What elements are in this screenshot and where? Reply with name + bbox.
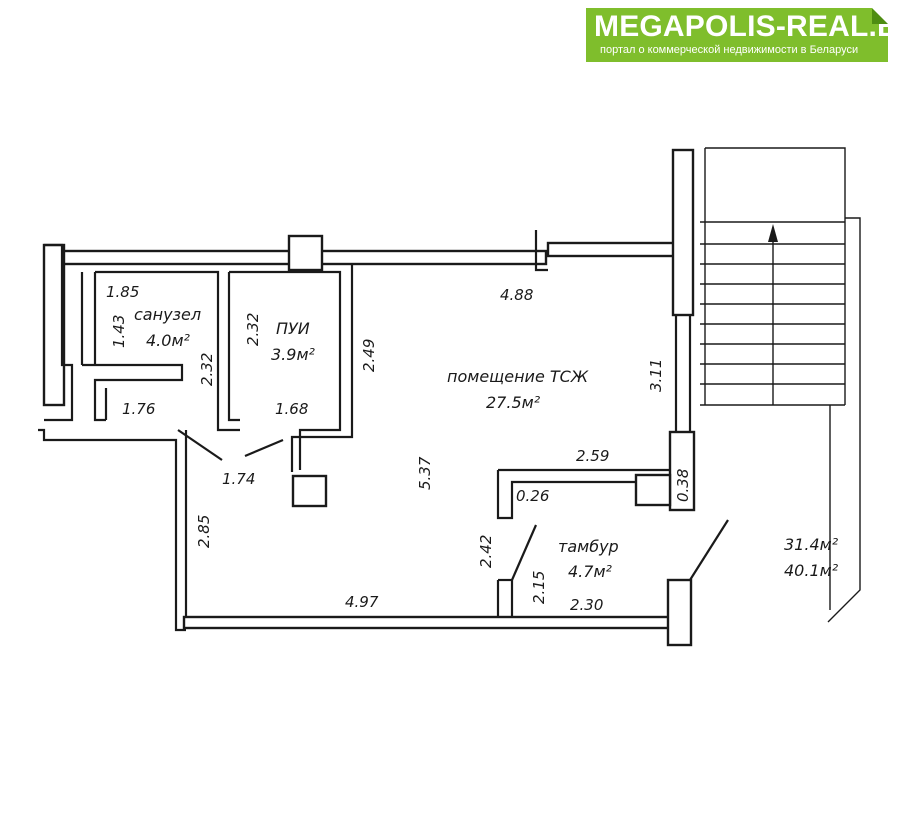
brand-subtitle: портал о коммерческой недвижимости в Бел… [600,44,859,56]
door-vestibule [510,524,538,581]
brand-corner-fold [872,8,888,24]
dim-1-76: 1.76 [122,400,155,418]
partition-tsz [496,470,670,520]
wall-right-upper [671,148,695,317]
dim-3-11: 3.11 [647,359,665,392]
dim-1-68: 1.68 [275,400,308,418]
total-living-area: 31.4м² [784,535,839,554]
dim-2-30: 2.30 [570,596,603,614]
room-bathroom-name: санузел [134,305,201,324]
wall-top-right [546,241,678,258]
room-vestibule-area: 4.7м² [568,562,613,581]
dim-4-88: 4.88 [500,286,533,304]
dim-2-85: 2.85 [195,515,213,548]
staircase [700,147,861,623]
dim-2-32b: 2.32 [244,313,262,346]
dim-5-37: 5.37 [416,456,434,490]
dim-1-43: 1.43 [110,315,128,348]
wall-bath-bottom [82,363,184,422]
dim-2-59: 2.59 [576,447,609,465]
column-vestibule [634,473,672,507]
wall-notch [534,230,548,272]
door-bath [177,429,223,461]
wall-storage-outer [290,264,354,472]
door-exterior [689,519,729,581]
dim-2-32a: 2.32 [198,353,216,386]
room-storage-name: ПУИ [276,319,310,338]
dim-1-85: 1.85 [106,283,139,301]
dim-0-38: 0.38 [674,469,692,502]
room-storage-area: 3.9м² [271,345,316,364]
dim-2-49: 2.49 [360,339,378,372]
dim-2-42: 2.42 [477,535,495,568]
wall-bottom [182,615,671,630]
room-main-name: помещение ТСЖ [447,367,589,386]
wall-storage-left [227,272,240,422]
room-bathroom-area: 4.0м² [146,331,191,350]
dim-2-15: 2.15 [530,571,548,604]
dim-1-74: 1.74 [222,470,255,488]
brand-logo[interactable]: MEGAPOLIS-REAL.BY портал о коммерческой … [586,8,900,62]
room-main-area: 27.5м² [486,393,541,412]
stair-arrow-icon [768,224,778,242]
dim-0-26: 0.26 [516,487,549,505]
column-bottom-right [666,578,693,647]
dim-4-97: 4.97 [345,593,379,611]
wall-storage [229,270,342,470]
wall-lower-left [38,428,186,632]
column-top [287,234,324,272]
wall-bath [95,270,240,432]
room-vestibule-name: тамбур [558,537,619,556]
door-storage [244,438,284,458]
column-lower [291,474,328,508]
brand-title: MEGAPOLIS-REAL.BY [594,10,900,43]
total-area: 40.1м² [784,561,839,580]
wall-left-jog [44,243,74,422]
